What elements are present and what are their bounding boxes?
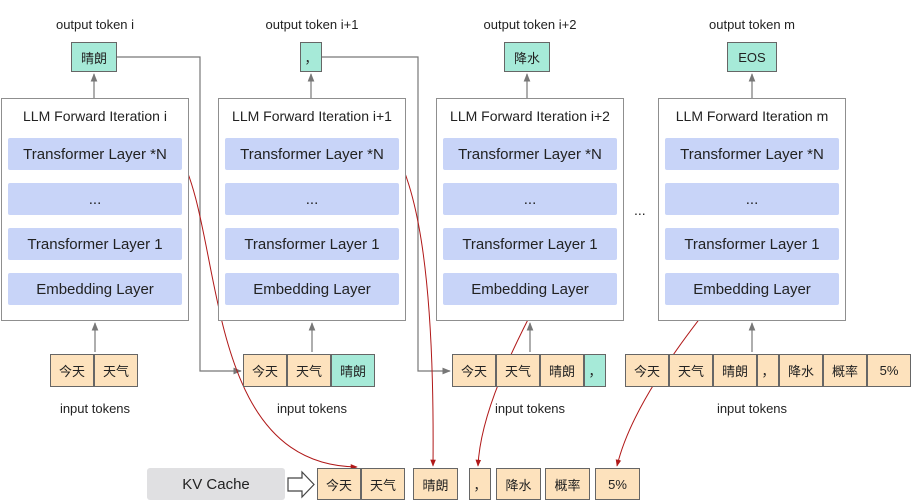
embedding-layer: Embedding Layer: [665, 273, 839, 305]
input-token: 今天: [50, 354, 94, 387]
input-token: 天气: [669, 354, 713, 387]
input-token: 5%: [867, 354, 911, 387]
input-tokens-label: input tokens: [276, 401, 348, 416]
input-token: ，: [757, 354, 779, 387]
kv-cache-label: KV Cache: [147, 468, 285, 500]
input-tokens-label: input tokens: [494, 401, 566, 416]
transformer-layer-1: Transformer Layer 1: [8, 228, 182, 260]
input-token: 晴朗: [713, 354, 757, 387]
layer-ellipsis: ...: [8, 183, 182, 215]
iteration-title: LLM Forward Iteration i+1: [232, 108, 392, 124]
input-tokens-label: input tokens: [716, 401, 788, 416]
output-token-label: output token i+2: [483, 17, 577, 32]
input-token: 今天: [625, 354, 669, 387]
input-token: 晴朗: [540, 354, 584, 387]
iteration-title: LLM Forward Iteration i+2: [450, 108, 610, 124]
kv-cache-arrow: [287, 470, 315, 499]
transformer-layer-1: Transformer Layer 1: [443, 228, 617, 260]
output-token: 降水: [504, 42, 550, 72]
output-token-label: output token i: [55, 17, 135, 32]
transformer-layer-n: Transformer Layer *N: [443, 138, 617, 170]
kv-cache-token: 降水: [496, 468, 541, 500]
layer-ellipsis: ...: [665, 183, 839, 215]
input-token: 天气: [496, 354, 540, 387]
transformer-layer-n: Transformer Layer *N: [8, 138, 182, 170]
iteration-title: LLM Forward Iteration m: [675, 108, 829, 124]
kv-cache-write-arrow: [177, 151, 358, 470]
layer-ellipsis: ...: [443, 183, 617, 215]
layer-ellipsis: ...: [225, 183, 399, 215]
input-token: 天气: [287, 354, 331, 387]
feedback-arrow: [117, 56, 242, 375]
feedback-arrow: [322, 56, 451, 375]
kv-cache-token: 今天: [317, 468, 361, 500]
input-token: ，: [584, 354, 606, 387]
embedding-layer: Embedding Layer: [8, 273, 182, 305]
output-token: ，: [300, 42, 322, 72]
output-token-label: output token m: [709, 17, 795, 32]
input-token: 今天: [243, 354, 287, 387]
embedding-layer: Embedding Layer: [225, 273, 399, 305]
kv-cache-token: 晴朗: [413, 468, 458, 500]
transformer-layer-1: Transformer Layer 1: [225, 228, 399, 260]
input-token: 概率: [823, 354, 867, 387]
output-token: 晴朗: [71, 42, 117, 72]
input-token: 降水: [779, 354, 823, 387]
kv-cache-token: 5%: [595, 468, 640, 500]
kv-cache-token: 天气: [361, 468, 405, 500]
input-token: 天气: [94, 354, 138, 387]
embedding-layer: Embedding Layer: [443, 273, 617, 305]
input-token: 晴朗: [331, 354, 375, 387]
iteration-ellipsis: ...: [634, 202, 646, 218]
input-tokens-label: input tokens: [59, 401, 131, 416]
kv-cache-token: ，: [469, 468, 491, 500]
kv-cache-token: 概率: [545, 468, 590, 500]
transformer-layer-n: Transformer Layer *N: [665, 138, 839, 170]
transformer-layer-1: Transformer Layer 1: [665, 228, 839, 260]
output-token: EOS: [727, 42, 777, 72]
output-token-label: output token i+1: [265, 17, 359, 32]
input-token: 今天: [452, 354, 496, 387]
iteration-title: LLM Forward Iteration i: [23, 108, 167, 124]
transformer-layer-n: Transformer Layer *N: [225, 138, 399, 170]
